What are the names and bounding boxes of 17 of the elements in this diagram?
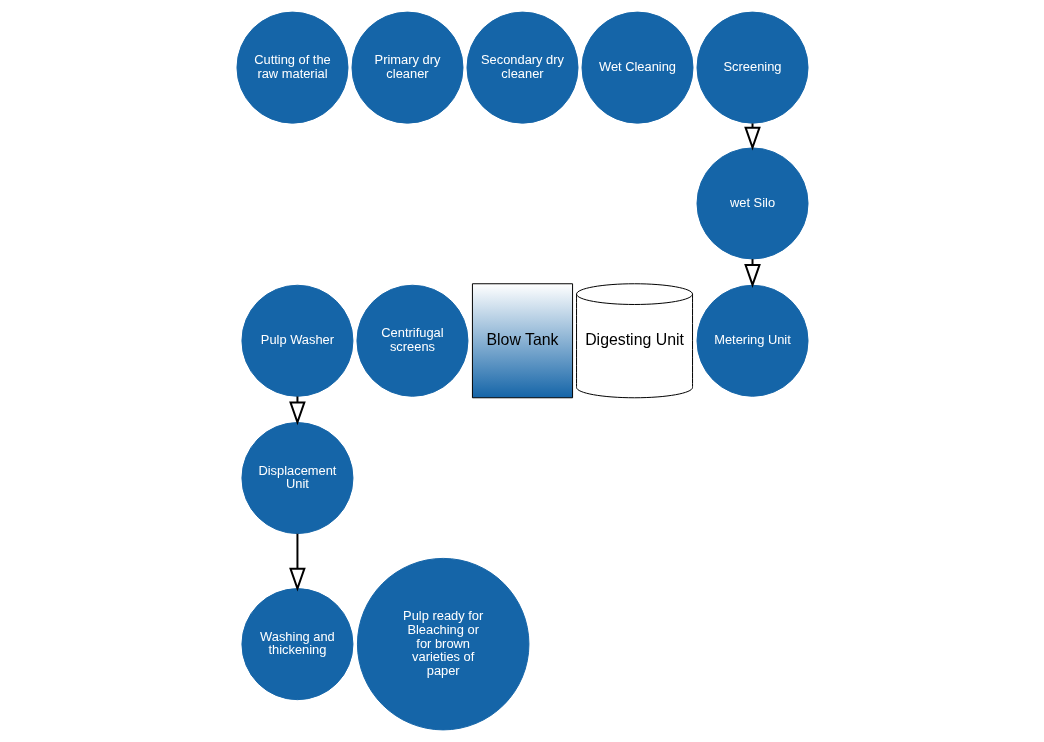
node-circle: Centrifugal screens xyxy=(355,284,468,397)
arrow xyxy=(288,532,306,592)
node-circle: Wet Cleaning xyxy=(581,11,694,124)
node-circle: Cutting of the raw material xyxy=(235,11,348,124)
arrow xyxy=(288,395,306,426)
node-circle: Screening xyxy=(696,11,809,124)
node-circle: Displacement Unit xyxy=(240,422,353,535)
node-circle: Metering Unit xyxy=(696,284,809,397)
arrow xyxy=(743,122,761,151)
node-box: Blow Tank xyxy=(471,283,573,399)
arrow xyxy=(743,258,761,288)
node-circle: wet Silo xyxy=(696,147,809,260)
node-circle: Primary dry cleaner xyxy=(350,11,463,124)
node-circle: Washing and thickening xyxy=(240,588,353,701)
node-circle: Pulp Washer xyxy=(240,284,353,397)
node-circle: Secondary dry cleaner xyxy=(466,11,578,124)
node-circle: Pulp ready for Bleaching or for brown varieties of paper xyxy=(356,557,529,731)
